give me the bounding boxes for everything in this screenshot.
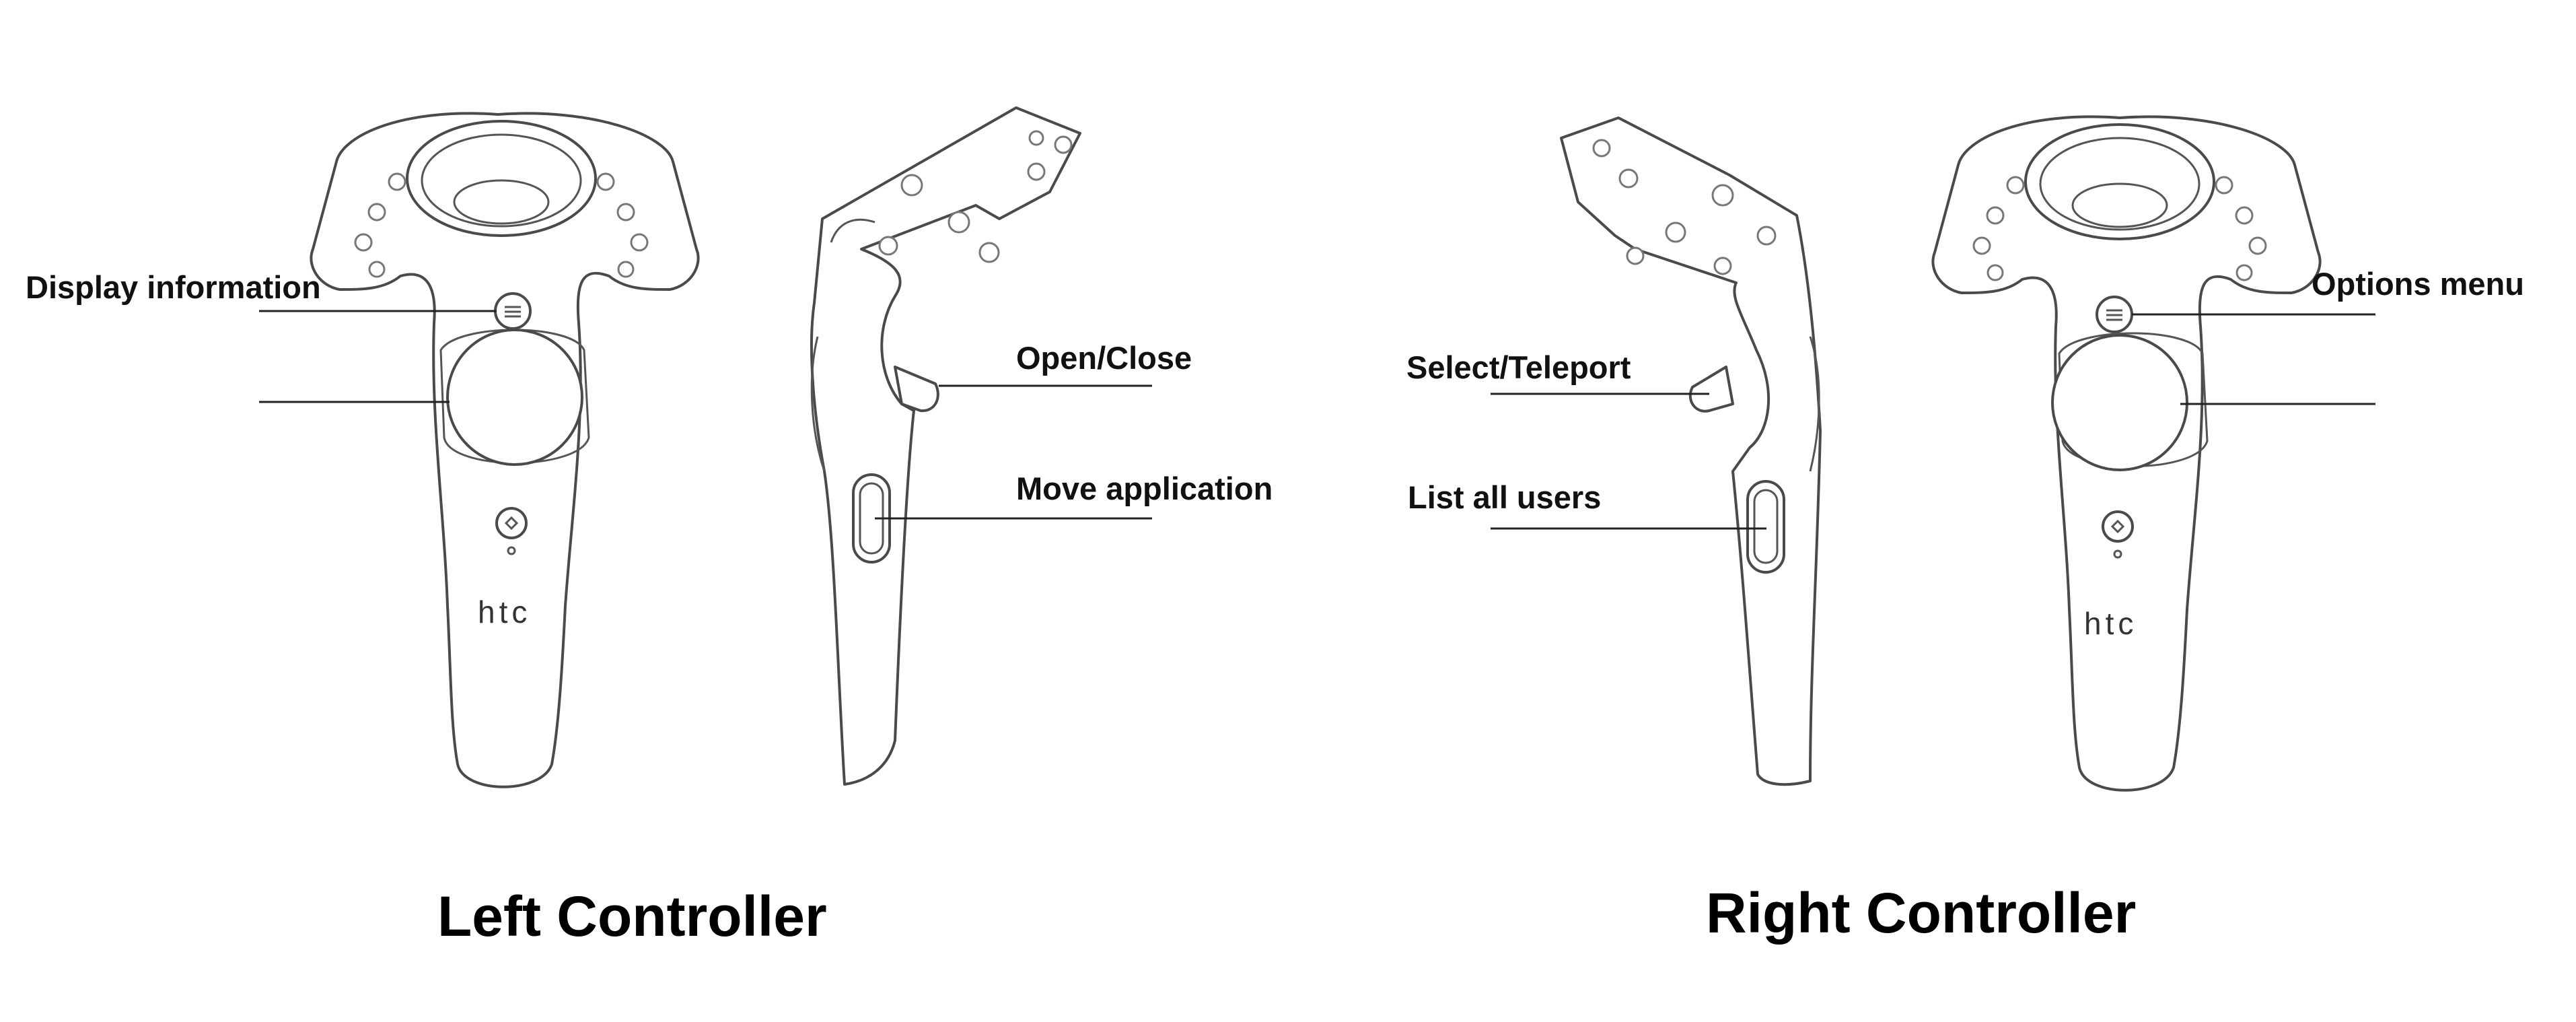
system-button-icon bbox=[497, 508, 526, 538]
label-open-close: Open/Close bbox=[1016, 340, 1192, 376]
right-grip-button-icon bbox=[1748, 481, 1784, 572]
label-display-information: Display information bbox=[26, 269, 321, 305]
right-controller-side bbox=[1561, 118, 1820, 784]
trackpad-icon bbox=[448, 330, 582, 465]
right-htc-logo: htc bbox=[2084, 606, 2137, 641]
label-list-all-users: List all users bbox=[1408, 479, 1601, 515]
right-trackpad-icon bbox=[2052, 335, 2187, 470]
left-controller-front: htc bbox=[311, 113, 698, 786]
label-move-application: Move application bbox=[1016, 471, 1273, 506]
right-system-button-icon bbox=[2103, 512, 2133, 541]
label-options-menu: Options menu bbox=[2312, 266, 2524, 302]
label-select-teleport: Select/Teleport bbox=[1406, 349, 1631, 385]
right-controller-front: htc bbox=[1933, 116, 2320, 790]
left-controller-side bbox=[812, 108, 1080, 784]
title-right-controller: Right Controller bbox=[1706, 881, 2136, 945]
htc-logo: htc bbox=[478, 594, 531, 629]
title-left-controller: Left Controller bbox=[437, 885, 827, 948]
